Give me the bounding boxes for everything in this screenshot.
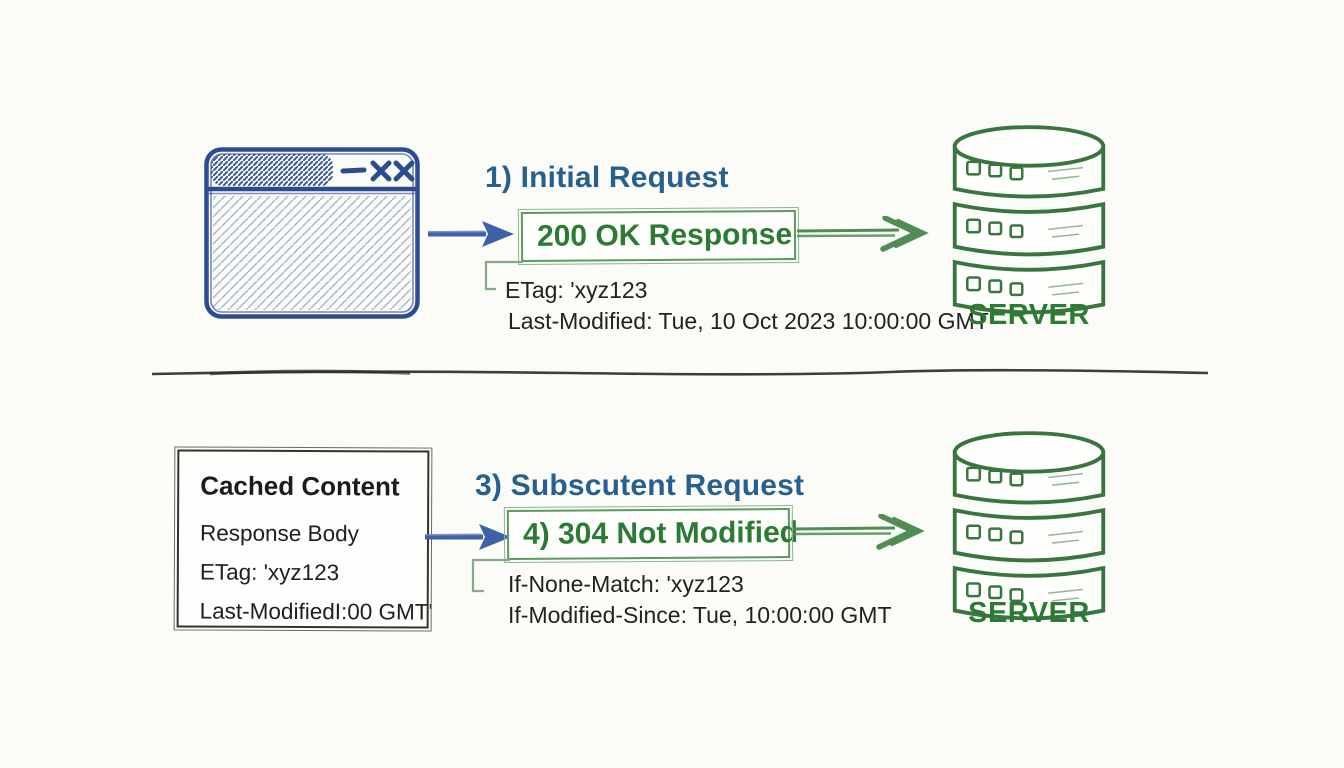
header-bracket-connector	[471, 558, 510, 593]
cached-response-body-line: Response Body	[199, 520, 359, 547]
last-modified-header: Last-Modified: Tue, 10 Oct 2023 10:00:00…	[508, 308, 989, 334]
section-divider	[151, 368, 1209, 376]
etag-header: ETag: 'xyz123	[505, 277, 648, 303]
step-1-label: 1) Initial Request	[485, 161, 729, 194]
double-chevron-arrow-right-icon	[797, 216, 929, 252]
response-200-box: 200 OK Response	[517, 206, 800, 266]
cached-last-modified-line: Last-ModifiedI:00 GMT'	[199, 598, 433, 625]
cached-content-box: Cached Content Response Body ETag: 'xyz1…	[173, 446, 433, 632]
minimize-icon	[340, 167, 367, 174]
header-bracket-connector	[484, 260, 523, 291]
cached-content-title: Cached Content	[200, 470, 400, 502]
close-icon	[370, 160, 415, 182]
response-200-label: 200 OK Response	[536, 218, 793, 253]
server-2-label: SERVER	[968, 597, 1090, 629]
cached-etag-line: ETag: 'xyz123	[199, 559, 340, 586]
if-none-match-header: If-None-Match: 'xyz123	[508, 571, 744, 597]
arrow-right-icon	[425, 524, 511, 550]
step-3-label: 3) Subscutent Request	[475, 469, 805, 502]
arrow-right-icon	[428, 221, 514, 247]
server-1-label: SERVER	[968, 299, 1090, 331]
database-server-icon	[952, 125, 1106, 315]
double-chevron-arrow-right-icon	[793, 514, 925, 550]
browser-window-icon	[204, 147, 420, 319]
if-modified-since-header: If-Modified-Since: Tue, 10:00:00 GMT	[508, 602, 892, 628]
response-304-box: 4) 304 Not Modified	[503, 504, 798, 564]
database-server-icon	[952, 431, 1106, 621]
response-304-label: 4) 304 Not Modified	[522, 515, 799, 551]
